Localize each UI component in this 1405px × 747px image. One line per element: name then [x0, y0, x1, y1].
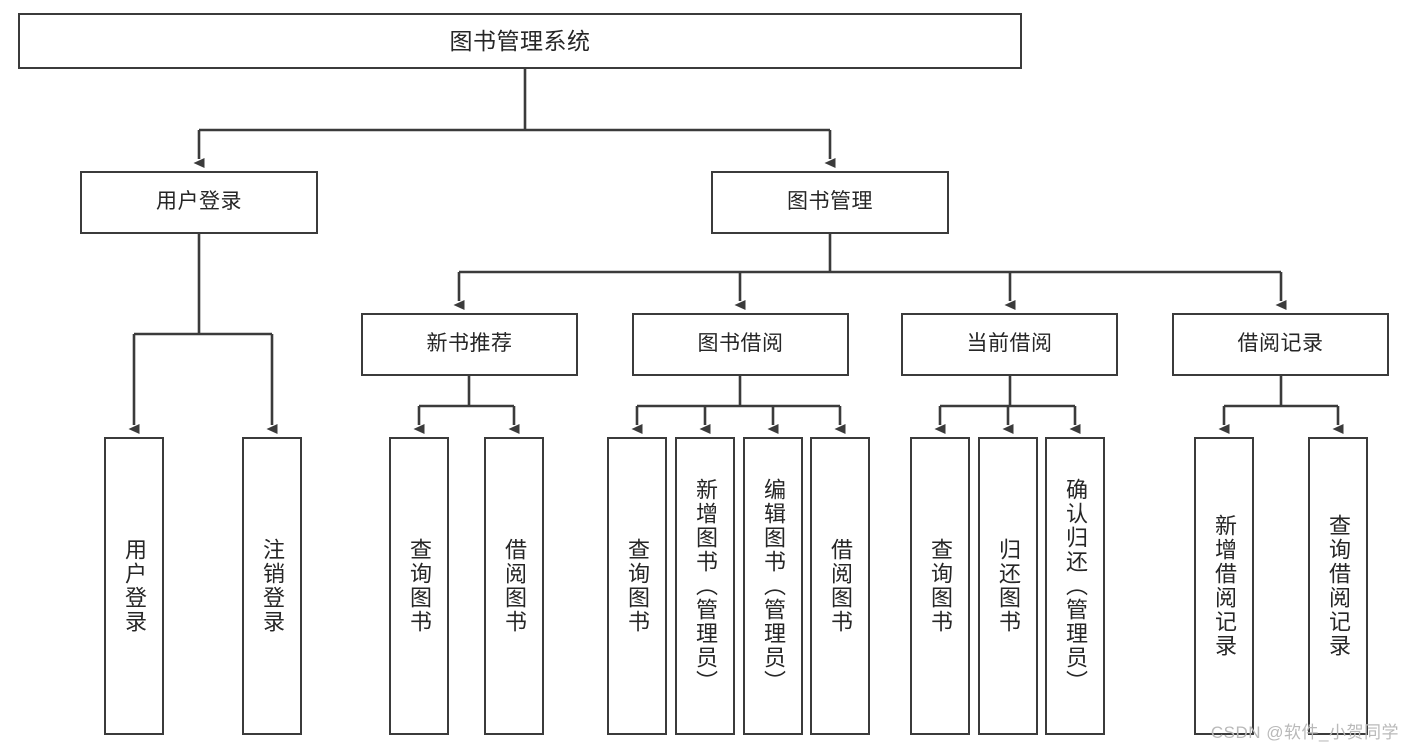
- node-label: 借阅记录: [1237, 332, 1324, 356]
- node-label: 新增图书（管理员）: [692, 478, 718, 694]
- node-label: 图书管理系统: [449, 27, 591, 54]
- leaf-recommend-borrow-book[interactable]: 借阅图书: [484, 437, 544, 735]
- node-label: 当前借阅: [966, 332, 1053, 356]
- leaf-user-logout[interactable]: 注销登录: [242, 437, 302, 735]
- node-label: 查询借阅记录: [1325, 514, 1351, 658]
- node-label: 确认归还（管理员）: [1062, 478, 1088, 694]
- leaf-user-login[interactable]: 用户登录: [104, 437, 164, 735]
- node-label: 借阅图书: [501, 538, 527, 634]
- node-label: 编辑图书（管理员）: [760, 478, 786, 694]
- node-label: 借阅图书: [827, 538, 853, 634]
- node-label: 新增借阅记录: [1211, 514, 1237, 658]
- leaf-current-query-book[interactable]: 查询图书: [910, 437, 970, 735]
- node-label: 查询图书: [927, 538, 953, 634]
- node-borrow-record[interactable]: 借阅记录: [1172, 313, 1389, 376]
- node-user-login[interactable]: 用户登录: [80, 171, 318, 234]
- node-label: 用户登录: [121, 538, 147, 634]
- node-book-management[interactable]: 图书管理: [711, 171, 949, 234]
- node-label: 用户登录: [156, 190, 242, 214]
- node-book-borrow[interactable]: 图书借阅: [632, 313, 849, 376]
- leaf-record-query[interactable]: 查询借阅记录: [1308, 437, 1368, 735]
- leaf-current-return-book[interactable]: 归还图书: [978, 437, 1038, 735]
- leaf-borrow-borrow-book[interactable]: 借阅图书: [810, 437, 870, 735]
- node-label: 图书管理: [787, 190, 873, 214]
- leaf-borrow-add-book[interactable]: 新增图书（管理员）: [675, 437, 735, 735]
- node-label: 注销登录: [259, 538, 285, 634]
- leaf-current-confirm-return[interactable]: 确认归还（管理员）: [1045, 437, 1105, 735]
- leaf-borrow-edit-book[interactable]: 编辑图书（管理员）: [743, 437, 803, 735]
- node-current-borrow[interactable]: 当前借阅: [901, 313, 1118, 376]
- node-label: 归还图书: [995, 538, 1021, 634]
- node-label: 查询图书: [406, 538, 432, 634]
- watermark: CSDN @软件_小贺同学: [1210, 723, 1399, 742]
- leaf-recommend-query-book[interactable]: 查询图书: [389, 437, 449, 735]
- node-label: 新书推荐: [426, 332, 513, 356]
- node-label: 查询图书: [624, 538, 650, 634]
- leaf-borrow-query-book[interactable]: 查询图书: [607, 437, 667, 735]
- node-root-system[interactable]: 图书管理系统: [18, 13, 1022, 69]
- node-new-book-recommend[interactable]: 新书推荐: [361, 313, 578, 376]
- node-label: 图书借阅: [697, 332, 784, 356]
- leaf-record-add[interactable]: 新增借阅记录: [1194, 437, 1254, 735]
